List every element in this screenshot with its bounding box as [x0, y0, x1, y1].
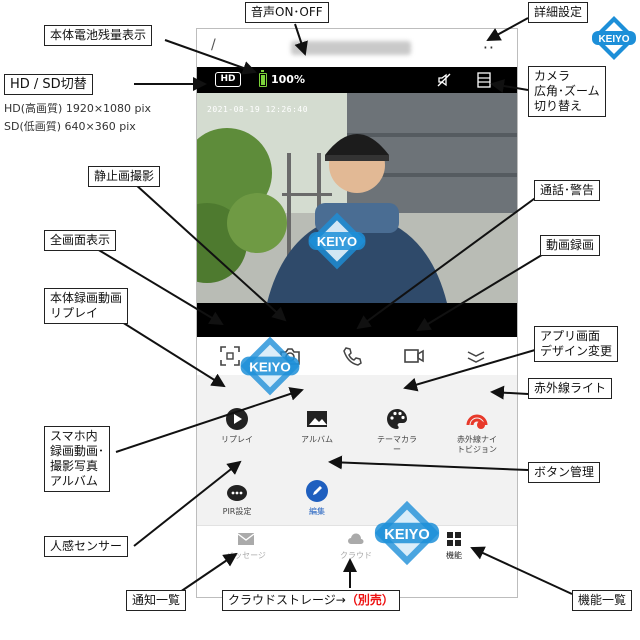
note-hd: HD(高画質) 1920×1080 pix: [4, 102, 152, 115]
lens-line2: 広角･ズーム: [534, 84, 600, 98]
design-line1: アプリ画面: [540, 329, 601, 343]
edit-label: 編集: [309, 507, 325, 516]
pir-sensor-icon: [227, 485, 247, 501]
keiyo-logo-text: KEIYO: [317, 234, 357, 249]
callout-replay: 本体録画動画 リプレイ: [44, 288, 129, 324]
lens-switch-icon[interactable]: [477, 72, 491, 88]
ir-label-line2: トビジョン: [457, 445, 497, 454]
album-line2: 録画動画･: [50, 444, 105, 458]
callout-ir: 赤外線ライト: [528, 378, 613, 399]
nav-cloud-label: クラウド: [340, 551, 372, 560]
preview-letterbox: [197, 303, 517, 337]
nav-function[interactable]: 機能: [419, 531, 489, 561]
replay-label: リプレイ: [221, 435, 253, 444]
keiyo-logo-text: KEIYO: [384, 527, 429, 543]
nav-message-label: メッセージ: [226, 551, 266, 560]
more-icon[interactable]: ··: [482, 38, 495, 57]
cloud-icon: [348, 533, 364, 544]
ir-night-vision-button[interactable]: 赤外線ナイ トビジョン: [437, 407, 517, 455]
cloud-sold-separately: （別売）: [345, 593, 394, 607]
theme-label-line1: テーマカラ: [377, 435, 417, 444]
callout-cloud: クラウドストレージ→（別売）: [222, 590, 400, 611]
callout-motion: 人感センサー: [44, 536, 129, 557]
theme-color-button[interactable]: テーマカラ ー: [357, 407, 437, 455]
nav-message[interactable]: メッセージ: [211, 531, 281, 561]
callout-talk: 通話･警告: [534, 180, 601, 201]
ir-label-line1: 赤外線ナイ: [457, 435, 497, 444]
phone-icon[interactable]: [341, 345, 363, 367]
keiyo-logo-text: KEIYO: [598, 34, 629, 45]
keiyo-logo: KEIYO: [240, 336, 300, 396]
edit-button[interactable]: 編集: [277, 479, 357, 517]
ir-light-icon: [466, 414, 488, 429]
callout-hd-sd: HD / SD切替: [4, 74, 93, 95]
top-bar: / ··: [197, 29, 517, 67]
battery-level: 100%: [271, 73, 305, 86]
grid-icon: [447, 532, 461, 546]
mute-icon[interactable]: [436, 72, 452, 88]
bottom-nav: メッセージ クラウド 機能: [197, 525, 517, 597]
album-line3: 撮影写真: [50, 459, 99, 473]
callout-still: 静止画撮影: [88, 166, 161, 187]
blurred-title: [291, 41, 411, 55]
back-icon[interactable]: /: [211, 37, 216, 53]
nav-cloud[interactable]: クラウド: [321, 531, 391, 561]
replay-button[interactable]: リプレイ: [197, 407, 277, 445]
callout-design: アプリ画面 デザイン変更: [534, 326, 619, 362]
pir-label: PIR設定: [222, 507, 252, 516]
cloud-main-text: クラウドストレージ→: [228, 593, 346, 607]
battery-icon: [259, 70, 267, 87]
keiyo-logo: KEIYO: [308, 212, 366, 270]
play-circle-icon: [226, 408, 248, 430]
video-timestamp: 2021-08-19 12:26:40: [207, 105, 309, 114]
callout-video: 動画録画: [540, 235, 601, 256]
album-button[interactable]: アルバム: [277, 407, 357, 445]
keiyo-logo: KEIYO: [374, 500, 440, 566]
callout-lens: カメラ 広角･ズーム 切り替え: [528, 66, 606, 117]
pir-settings-button[interactable]: PIR設定: [197, 479, 277, 517]
callout-button-mgmt: ボタン管理: [528, 462, 601, 483]
phone-screen: / ·· HD 100%: [196, 28, 518, 598]
album-line4: アルバム: [50, 474, 98, 488]
envelope-icon: [237, 533, 255, 545]
status-bar: HD 100%: [197, 67, 517, 93]
hd-sd-toggle[interactable]: HD: [215, 72, 241, 87]
callout-album: スマホ内 録画動画･ 撮影写真 アルバム: [44, 426, 111, 492]
album-label: アルバム: [301, 435, 333, 444]
design-line2: デザイン変更: [540, 344, 613, 358]
replay-line2: リプレイ: [50, 306, 99, 320]
theme-color-label: テーマカラ ー: [357, 435, 437, 455]
callout-notify: 通知一覧: [126, 590, 187, 611]
chevron-down-icon[interactable]: [465, 345, 487, 367]
nav-function-label: 機能: [446, 551, 462, 560]
note-sd: SD(低画質) 640×360 pix: [4, 120, 136, 133]
album-line1: スマホ内: [50, 429, 98, 443]
replay-line1: 本体録画動画: [50, 291, 123, 305]
callout-function-list: 機能一覧: [572, 590, 633, 611]
keiyo-logo: KEIYO: [592, 16, 636, 60]
callout-fullscreen: 全画面表示: [44, 230, 117, 251]
palette-icon: [387, 409, 407, 429]
image-icon: [307, 411, 327, 427]
lens-line1: カメラ: [534, 69, 571, 83]
pencil-icon: [306, 480, 328, 502]
callout-sound: 音声ON･OFF: [245, 2, 329, 23]
video-icon[interactable]: [403, 345, 425, 367]
lens-line3: 切り替え: [534, 99, 583, 113]
keiyo-logo-text: KEIYO: [249, 359, 290, 374]
ir-label: 赤外線ナイ トビジョン: [437, 435, 517, 455]
theme-label-line2: ー: [393, 445, 401, 454]
callout-settings: 詳細設定: [528, 2, 589, 23]
callout-battery: 本体電池残量表示: [44, 25, 153, 46]
